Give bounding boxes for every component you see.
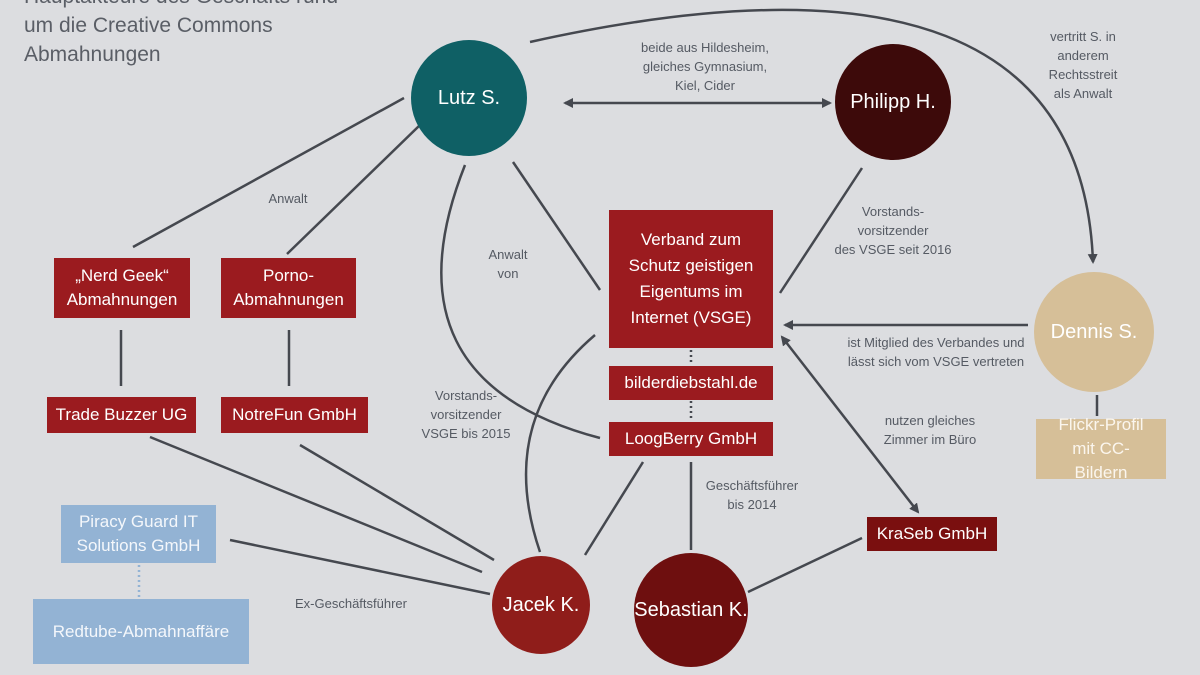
- node-redtube[interactable]: Redtube-Abmahnaffäre: [33, 599, 249, 664]
- edge-trade-jacek: [149, 435, 483, 574]
- node-label: Trade Buzzer UG: [55, 405, 188, 424]
- node-piracyguard[interactable]: Piracy Guard IT Solutions GmbH: [61, 505, 216, 563]
- node-tradebuzzer[interactable]: Trade Buzzer UG: [47, 397, 196, 433]
- node-bilderdiebstahl[interactable]: bilderdiebstahl.de: [609, 366, 773, 400]
- diagram-title: Hauptakteure des Geschäfts rund um die C…: [24, 0, 338, 69]
- node-label: Dennis S.: [1050, 320, 1138, 343]
- node-porno[interactable]: Porno-Abmahnungen: [221, 258, 356, 318]
- node-nerdgeek[interactable]: „Nerd Geek“ Abmahnungen: [54, 258, 190, 318]
- edge-philipp-verband: [778, 167, 864, 294]
- title-line: Hauptakteure des Geschäfts rund: [24, 0, 338, 11]
- edge-kraseb-sebastian: [747, 536, 863, 594]
- node-label: Redtube-Abmahnaffäre: [52, 621, 230, 641]
- node-label: Philipp H.: [850, 90, 936, 113]
- title-line: Abmahnungen: [24, 43, 161, 66]
- node-label: Jacek K.: [502, 593, 580, 616]
- node-label: Piracy Guard IT Solutions GmbH: [76, 512, 201, 555]
- edge-label-ex-gf: Ex-Geschäftsführer: [295, 596, 407, 611]
- node-verband[interactable]: Verband zum Schutz geistigen Eigentums i…: [609, 210, 773, 348]
- node-jacek[interactable]: Jacek K.: [492, 556, 590, 654]
- node-label: LoogBerry GmbH: [624, 429, 758, 448]
- edge-lutz-nerdgeek: [132, 96, 405, 249]
- edge-label-anwalt-von: Anwalt von: [488, 247, 528, 281]
- edge-notrefun-jacek: [299, 443, 495, 562]
- edge-lutz-porno: [286, 124, 421, 255]
- edge-loogberry-jacek: [583, 461, 645, 556]
- edge-label-vertritt: vertritt S. in anderem Rechtsstreit als …: [1048, 29, 1118, 101]
- node-lutz[interactable]: Lutz S.: [411, 40, 527, 156]
- node-label: bilderdiebstahl.de: [624, 373, 758, 392]
- edge-lutz-loogberry: [440, 164, 601, 440]
- edge-label-hildesheim: beide aus Hildesheim, gleiches Gymnasium…: [641, 40, 769, 93]
- edge-lutz-verband: [511, 161, 602, 291]
- node-kraseb[interactable]: KraSeb GmbH: [867, 517, 997, 551]
- edge-label-mitglied: ist Mitglied des Verbandes und lässt sic…: [847, 335, 1025, 369]
- node-philipp[interactable]: Philipp H.: [835, 44, 951, 160]
- edge-label-anwalt: Anwalt: [268, 191, 308, 206]
- edge-label-gf-2014: Geschäftsführer bis 2014: [705, 478, 799, 512]
- node-loogberry[interactable]: LoogBerry GmbH: [609, 422, 773, 456]
- node-dennis[interactable]: Dennis S.: [1034, 272, 1154, 392]
- node-label: Flickr-Profil mit CC-Bildern: [1058, 415, 1144, 482]
- edge-verband-jacek: [524, 334, 596, 553]
- title-line: um die Creative Commons: [24, 14, 273, 37]
- node-label: Lutz S.: [437, 86, 501, 109]
- node-flickr[interactable]: Flickr-Profil mit CC-Bildern: [1036, 415, 1166, 482]
- node-label: NotreFun GmbH: [232, 405, 357, 424]
- edge-label-vorstand-2016: Vorstands- vorsitzender des VSGE seit 20…: [834, 204, 952, 257]
- edge-label-vorstand-2015: Vorstands- vorsitzender VSGE bis 2015: [421, 388, 511, 441]
- edge-piracy-jacek: [229, 538, 491, 596]
- node-label: Verband zum Schutz geistigen Eigentums i…: [628, 230, 754, 327]
- node-label: „Nerd Geek“ Abmahnungen: [66, 266, 178, 309]
- node-label: Sebastian K.: [634, 598, 748, 621]
- node-label: KraSeb GmbH: [876, 524, 988, 543]
- node-label: Porno-Abmahnungen: [233, 266, 344, 309]
- edge-lutz-dennis: [529, 8, 1098, 264]
- node-sebastian[interactable]: Sebastian K.: [634, 553, 748, 667]
- node-notrefun[interactable]: NotreFun GmbH: [221, 397, 368, 433]
- edge-label-zimmer: nutzen gleiches Zimmer im Büro: [883, 413, 977, 447]
- edge-verband-kraseb: [780, 335, 920, 514]
